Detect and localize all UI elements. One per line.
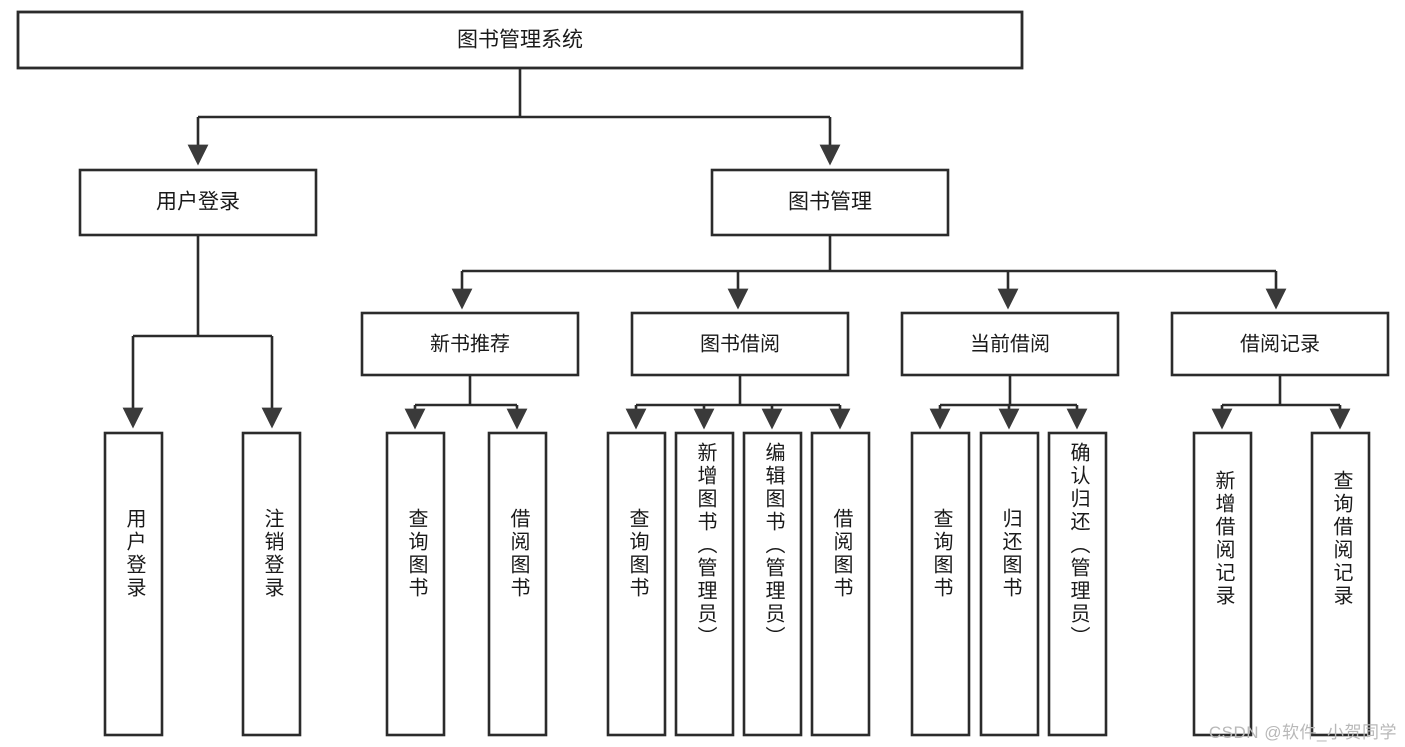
node-user-login[interactable]: 用户登录 [78,168,318,237]
node-root-box [16,10,1024,70]
node-root-label: 图书管理系统 [457,29,583,52]
node-book-manage-label: 图书管理 [788,191,872,214]
node-borrow-record-label: 借阅记录 [1240,332,1320,355]
node-leaf-book-borrow-1-box[interactable] [674,431,735,737]
node-leaf-new-book-0-box[interactable] [385,431,446,737]
node-leaf-user-login-0-box[interactable] [103,431,164,737]
node-new-book-recommend[interactable]: 新书推荐 [360,311,580,377]
node-book-borrow-box [630,311,850,377]
node-leaf-book-borrow-0-box[interactable] [606,431,667,737]
node-leaf-current-borrow-1-box[interactable] [979,431,1040,737]
edges-group [122,68,1351,430]
node-current-borrow-label: 当前借阅 [970,332,1050,355]
node-leaf-new-book-1-box[interactable] [487,431,548,737]
node-leaf-current-borrow-0-box[interactable] [910,431,971,737]
node-leaf-book-borrow-2-box[interactable] [742,431,803,737]
node-user-login-box [78,168,318,237]
node-user-login-label: 用户登录 [156,191,240,214]
node-current-borrow-box [900,311,1120,377]
node-new-book-recommend-box [360,311,580,377]
node-leaf-borrow-record-0-box[interactable] [1192,431,1253,737]
node-book-manage-box [710,168,950,237]
node-book-manage[interactable]: 图书管理 [710,168,950,237]
node-current-borrow[interactable]: 当前借阅 [900,311,1120,377]
node-leaf-borrow-record-1-box[interactable] [1310,431,1371,737]
node-book-borrow[interactable]: 图书借阅 [630,311,850,377]
node-root[interactable]: 图书管理系统 [16,10,1024,70]
node-borrow-record[interactable]: 借阅记录 [1170,311,1390,377]
node-borrow-record-box [1170,311,1390,377]
node-leaf-current-borrow-2-box[interactable] [1047,431,1108,737]
node-leaf-book-borrow-3-box[interactable] [810,431,871,737]
node-new-book-recommend-label: 新书推荐 [430,332,510,355]
node-leaf-user-login-1-box[interactable] [241,431,302,737]
node-book-borrow-label: 图书借阅 [700,332,780,355]
